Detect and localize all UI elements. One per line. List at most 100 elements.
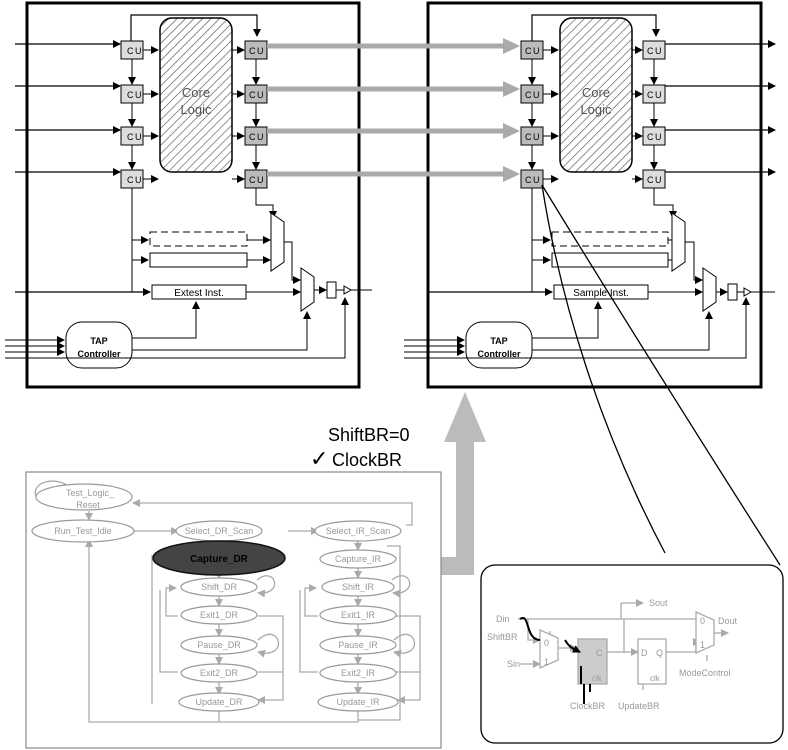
svg-text:Exit2_DR: Exit2_DR <box>200 668 239 678</box>
svg-text:Capture_IR: Capture_IR <box>335 554 382 564</box>
svg-text:Update_DR: Update_DR <box>195 697 243 707</box>
clockbr-label: ClockBR <box>570 701 606 711</box>
svg-text:C: C <box>525 90 532 100</box>
svg-text:C: C <box>127 132 134 142</box>
update-flip-flop <box>637 638 667 685</box>
chip-2-core-label-1: Core <box>582 85 610 100</box>
svg-text:Capture_DR: Capture_DR <box>190 554 249 565</box>
state-capture-dr <box>152 540 286 576</box>
updatebr-label: UpdateBR <box>618 701 660 711</box>
sin-label: Sin <box>507 659 520 669</box>
svg-text:C: C <box>525 46 532 56</box>
svg-text:0: 0 <box>544 638 549 648</box>
svg-text:Update_IR: Update_IR <box>336 697 380 707</box>
svg-text:U: U <box>655 46 662 56</box>
chip-2-mux-1 <box>671 212 686 272</box>
svg-text:U: U <box>533 175 540 185</box>
svg-text:D: D <box>641 648 648 658</box>
chip-2-dashed-register <box>551 231 669 247</box>
svg-text:C: C <box>647 175 654 185</box>
svg-text:U: U <box>655 90 662 100</box>
chip-2-mux-2 <box>702 267 717 312</box>
state-run-test-idle <box>31 519 135 543</box>
svg-text:clk: clk <box>650 674 661 683</box>
chip-2-core-logic <box>559 17 633 173</box>
svg-text:Exit1_IR: Exit1_IR <box>341 610 376 620</box>
dout-label: Dout <box>718 616 738 626</box>
state-capture-ir <box>319 549 397 569</box>
svg-text:Test_Logic_: Test_Logic_ <box>66 488 115 498</box>
svg-text:Select_IR_Scan: Select_IR_Scan <box>326 526 391 536</box>
svg-text:C: C <box>647 132 654 142</box>
chip-interconnect <box>267 38 520 182</box>
svg-text:Shift_DR: Shift_DR <box>201 582 238 592</box>
chip-1-tap-label-2: Controller <box>77 349 120 359</box>
svg-text:C: C <box>249 46 256 56</box>
svg-text:U: U <box>655 132 662 142</box>
svg-text:U: U <box>655 175 662 185</box>
svg-text:1: 1 <box>544 657 549 667</box>
svg-text:C: C <box>525 132 532 142</box>
check-icon: ✓ <box>310 446 328 471</box>
chip-2-tap-label-2: Controller <box>477 349 520 359</box>
clock-br-label: ClockBR <box>332 450 402 470</box>
svg-text:C: C <box>249 132 256 142</box>
svg-text:C: C <box>596 648 603 658</box>
state-pause-ir <box>319 635 397 655</box>
svg-text:C: C <box>249 175 256 185</box>
chip-1-mux-1 <box>270 212 285 272</box>
svg-text:C: C <box>249 90 256 100</box>
state-update-dr <box>178 692 260 712</box>
chip-1-core-logic <box>159 17 233 173</box>
svg-text:U: U <box>257 46 264 56</box>
detail-mux-2 <box>695 610 715 655</box>
chip-2-tap-controller <box>465 321 533 369</box>
chip-1-dashed-register <box>149 231 248 247</box>
svg-text:Select_DR_Scan: Select_DR_Scan <box>185 526 254 536</box>
shiftbr-label: ShiftBR <box>487 632 518 642</box>
chip-1-core-label-2: Logic <box>180 102 212 117</box>
svg-text:Run_Test_Idle: Run_Test_Idle <box>54 526 112 536</box>
svg-text:U: U <box>135 90 142 100</box>
svg-text:Exit1_DR: Exit1_DR <box>200 610 239 620</box>
state-test-logic-reset <box>35 483 133 511</box>
fsm-states: Test_Logic_ Reset Run_Test_Idle Select_D… <box>31 483 402 712</box>
svg-text:U: U <box>257 132 264 142</box>
svg-text:U: U <box>135 175 142 185</box>
svg-text:C: C <box>127 46 134 56</box>
cell-detail-panel: Din ShiftBR Sin Sout Dout ClockBR Update… <box>480 564 784 744</box>
shift-br-label: ShiftBR=0 <box>328 425 410 445</box>
detail-mux-1 <box>539 628 559 670</box>
chip-2-tdo-ff <box>727 283 738 301</box>
svg-text:U: U <box>135 132 142 142</box>
state-exit2-ir <box>319 663 397 683</box>
state-pause-dr <box>180 635 258 655</box>
chip-1-inst-label: Extest Inst. <box>174 288 223 299</box>
chip-1-core-label-1: Core <box>182 85 210 100</box>
svg-text:Pause_DR: Pause_DR <box>197 640 241 650</box>
svg-text:Q: Q <box>656 648 663 658</box>
svg-text:U: U <box>533 90 540 100</box>
state-shift-dr <box>180 577 258 597</box>
chip-1-tap-label-1: TAP <box>90 336 107 346</box>
svg-text:Pause_IR: Pause_IR <box>338 640 378 650</box>
svg-text:C: C <box>647 46 654 56</box>
chip-2-inst-label: Sample Inst. <box>573 288 629 299</box>
chip-1-boundary <box>25 1 361 389</box>
